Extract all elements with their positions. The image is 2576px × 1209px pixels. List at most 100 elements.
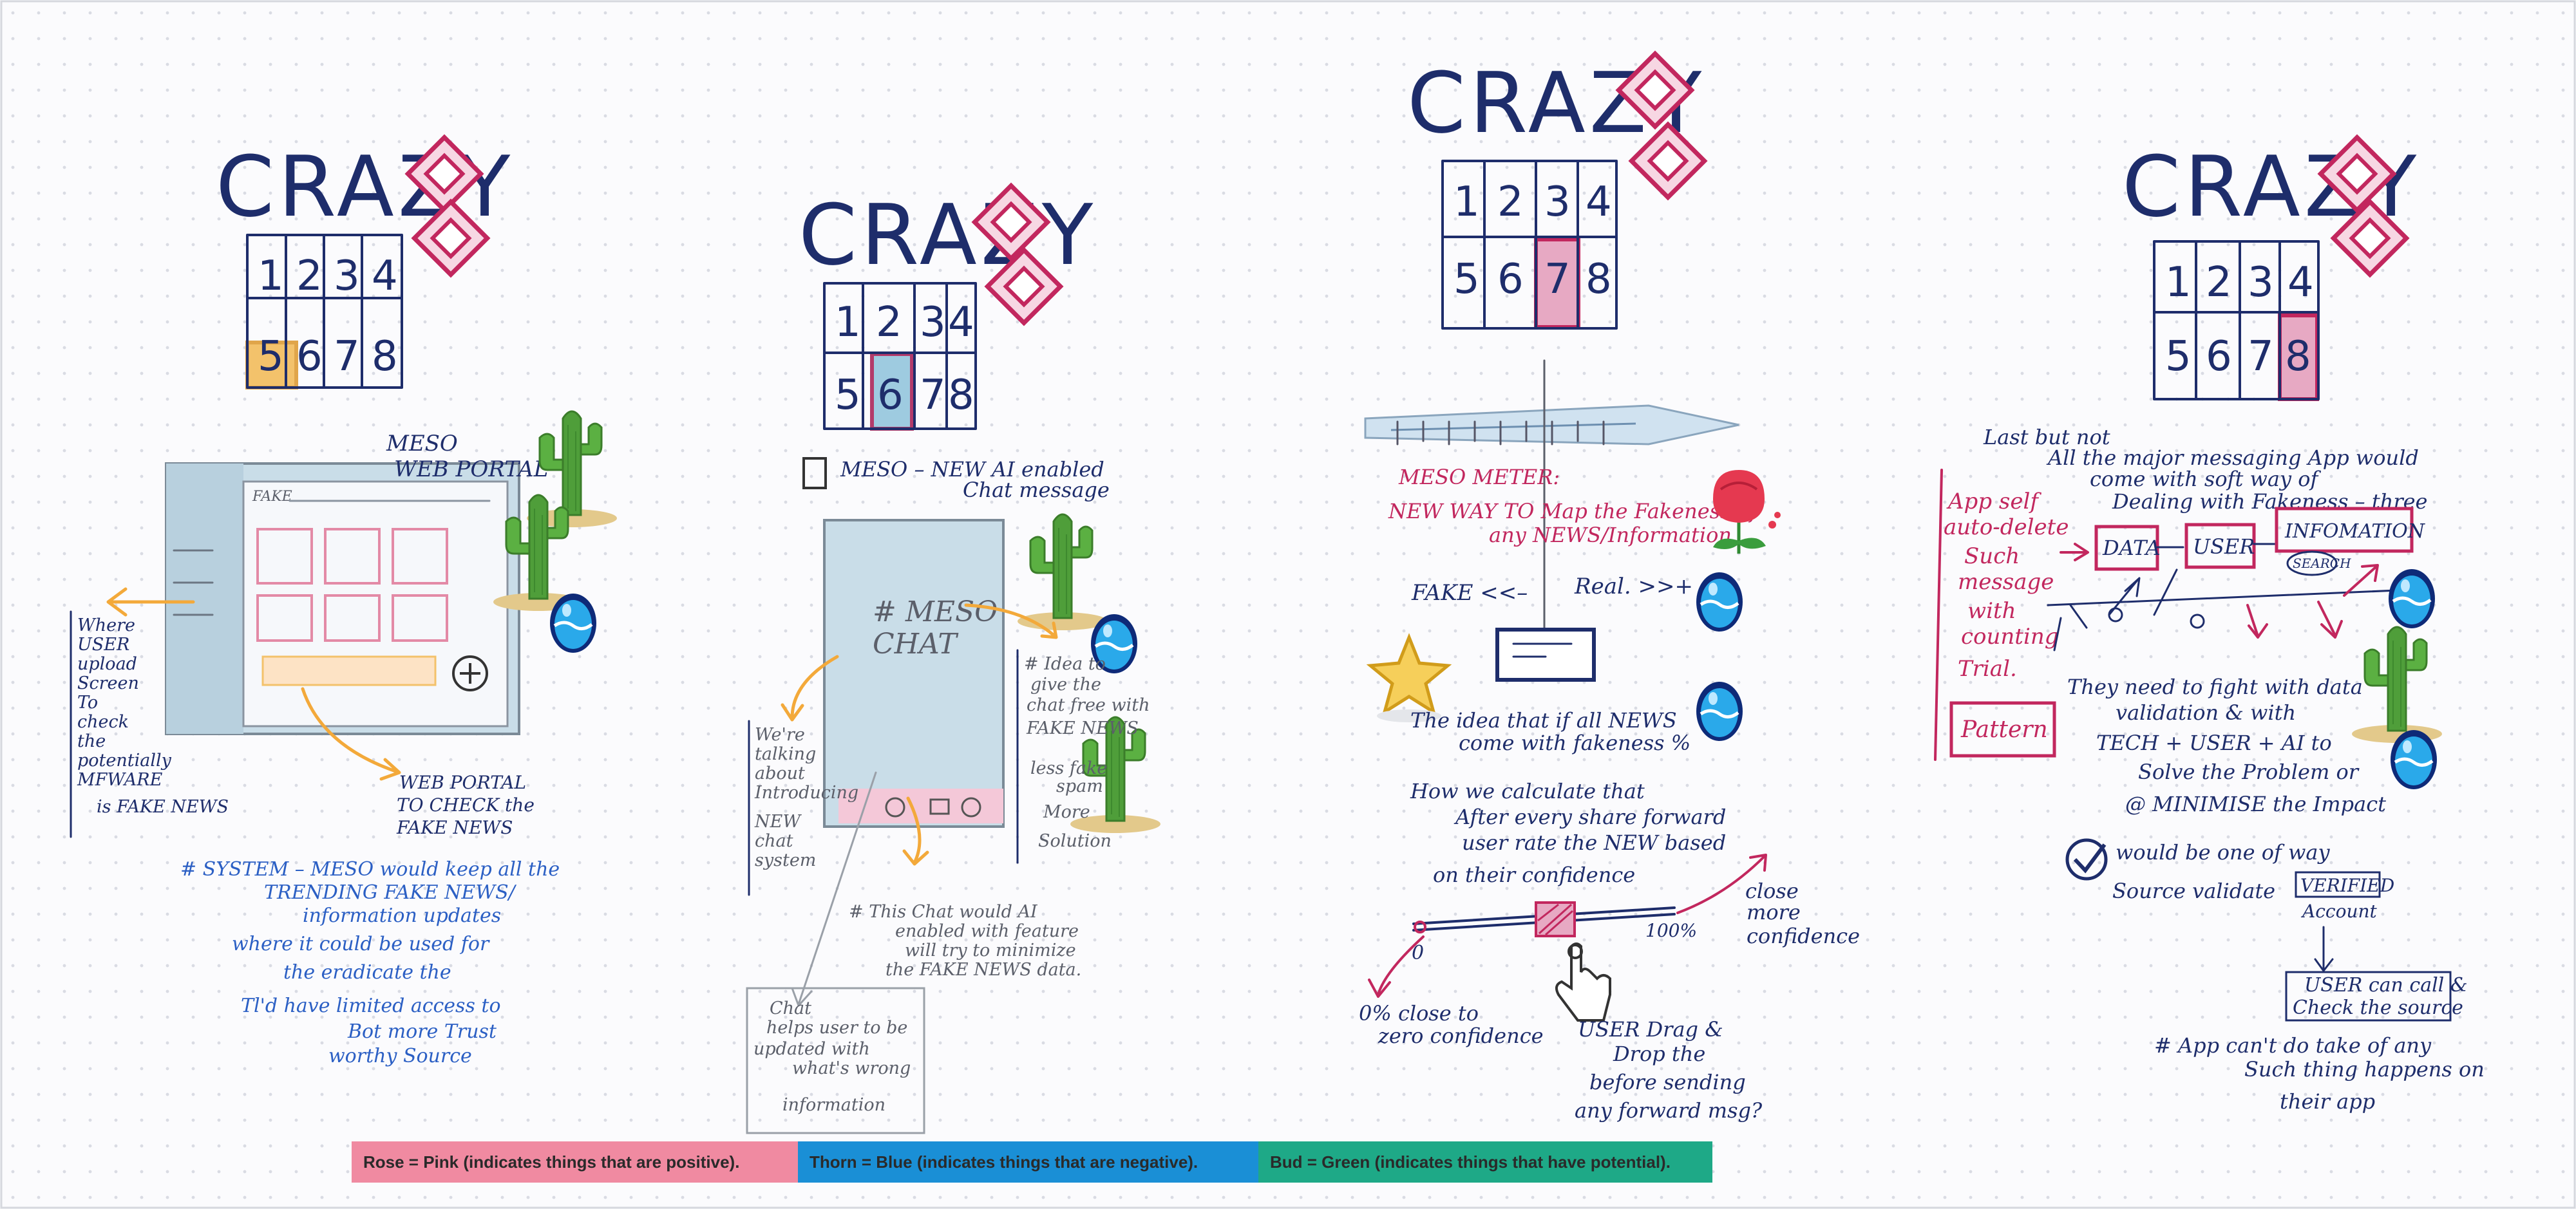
svg-text:Account: Account [2300, 901, 2378, 922]
board-1-grid: 1 2 3 4 5 6 7 8 [245, 234, 403, 389]
grid-cell-6: 6 [1497, 256, 1524, 303]
svg-text:zero confidence: zero confidence [1378, 1024, 1544, 1048]
grid-cell-7: 7 [2248, 333, 2274, 380]
board-1: CRAZY 1 2 3 4 5 6 7 8 FAKE [70, 137, 618, 1067]
rose-thorn-bud-legend: Rose = Pink (indicates things that are p… [352, 1141, 1712, 1183]
water-egg-icon [1696, 682, 1743, 741]
board-4-needs: They need to fight with data validation … [2067, 675, 2386, 816]
board-2-grid: 1 2 3 4 5 6 7 8 [823, 282, 977, 431]
grid-cell-6: 6 [2206, 333, 2232, 380]
grid-cell-8: 8 [1586, 256, 1612, 303]
board-2-ai-note: # This Chat would AI enabled with featur… [849, 902, 1081, 980]
svg-text:More: More [1043, 802, 1090, 822]
grid-cell-4: 4 [2287, 259, 2314, 306]
board-4-intro: Last but not All the major messaging App… [1983, 425, 2427, 514]
svg-text:# App can't do take of any: # App can't do take of any [2154, 1033, 2432, 1058]
grid-cell-7: 7 [920, 371, 946, 419]
pattern-label: Pattern [1960, 717, 2048, 743]
svg-text:Screen: Screen [77, 673, 139, 693]
svg-text:the FAKE NEWS data.: the FAKE NEWS data. [886, 960, 1081, 980]
svg-text:with: with [1967, 598, 2016, 624]
data-user-info-boxes: DATA USER INFOMATION SEARCH [2094, 507, 2426, 576]
svg-text:upload: upload [77, 654, 137, 674]
svg-text:the: the [77, 731, 106, 751]
svg-text:more: more [1747, 900, 1801, 924]
board-4: CRAZY 1 2 3 4 5 6 7 8 Last but not All t… [1934, 137, 2485, 1114]
cactus-icon [2351, 626, 2443, 744]
water-egg-icon [550, 594, 596, 653]
svg-text:user rate the NEW based: user rate the NEW based [1462, 830, 1726, 855]
legend-thorn: Thorn = Blue (indicates things that are … [798, 1141, 1258, 1183]
board-3-meter: MESO METER: NEW WAY TO Map the Fakeness … [1388, 465, 1761, 547]
svg-text:potentially: potentially [77, 751, 172, 771]
svg-text:Drop the: Drop the [1613, 1042, 1705, 1066]
grid-cell-3: 3 [920, 299, 946, 346]
chat-screen-title: # MESO [873, 595, 998, 628]
svg-text:How we calculate that: How we calculate that [1410, 779, 1645, 803]
svg-text:the eradicate the: the eradicate the [283, 961, 451, 984]
confidence-slider[interactable]: 0 100% [1412, 901, 1697, 964]
svg-text:Where: Where [77, 615, 135, 635]
svg-text:give the: give the [1030, 675, 1101, 695]
water-egg-icon [1696, 572, 1743, 632]
svg-text:confidence: confidence [1747, 924, 1860, 948]
grid-cell-2: 2 [1497, 178, 1524, 226]
svg-text:All the major messaging App wo: All the major messaging App would [2046, 445, 2419, 470]
grid-cell-3: 3 [334, 252, 360, 300]
grid-cell-5: 5 [835, 371, 861, 419]
fake-scale-label: FAKE <<– [1411, 580, 1528, 606]
water-egg-icon [2389, 569, 2435, 628]
svg-text:USER: USER [2193, 534, 2255, 559]
grid-cell-4: 4 [1586, 178, 1612, 226]
svg-text:Solution: Solution [1038, 831, 1112, 851]
board-2-left-note: We're talking about Introducing NEW chat… [754, 725, 858, 870]
grid-cell-5: 5 [258, 333, 284, 380]
board-1-right-note: WEB PORTAL TO CHECK the FAKE NEWS [396, 772, 535, 838]
grid-cell-8: 8 [2285, 333, 2311, 380]
svg-text:would be one of way: would be one of way [2116, 840, 2330, 865]
grid-cell-7: 7 [1544, 256, 1571, 303]
svg-text:less fake: less fake [1030, 758, 1107, 778]
chat-app-sketch: # MESO CHAT [823, 519, 1005, 828]
svg-text:They need to fight with data: They need to fight with data [2067, 675, 2363, 699]
svg-text:Tl'd have limited access to: Tl'd have limited access to [241, 995, 501, 1017]
svg-text:We're: We're [755, 725, 805, 745]
grid-cell-8: 8 [372, 333, 398, 380]
svg-text:Source validate: Source validate [2112, 879, 2275, 903]
cactus-icon [1016, 513, 1109, 632]
board-2-header-1: MESO – NEW AI enabled [840, 457, 1104, 482]
grid-cell-4: 4 [948, 299, 974, 346]
svg-text:Chat: Chat [770, 998, 811, 1018]
board-2: CRAZY 1 2 3 4 5 6 7 8 MESO – NEW AI enab… [746, 185, 1162, 1134]
board-4-verify: would be one of way Source validate VERI… [2112, 840, 2394, 922]
grid-cell-1: 1 [2165, 259, 2192, 306]
water-egg-icon [2391, 730, 2437, 789]
svg-text:their app: their app [2280, 1089, 2375, 1114]
grid-cell-2: 2 [876, 299, 902, 346]
grid-cell-7: 7 [334, 333, 360, 380]
board-1-summary: # SYSTEM – MESO would keep all the TREND… [180, 858, 560, 1067]
grid-cell-3: 3 [2248, 259, 2274, 306]
svg-text:counting: counting [1961, 624, 2059, 650]
board-3-left-bottom: 0% close to zero confidence [1359, 1001, 1544, 1048]
svg-text:# SYSTEM – MESO would keep all: # SYSTEM – MESO would keep all the [180, 858, 560, 881]
svg-text:enabled with feature: enabled with feature [895, 921, 1079, 941]
svg-text:worthy Source: worthy Source [328, 1045, 472, 1067]
svg-text:TECH + USER + AI to: TECH + USER + AI to [2096, 731, 2332, 755]
svg-text:VERIFIED: VERIFIED [2300, 875, 2394, 896]
svg-text:MESO METER:: MESO METER: [1398, 465, 1560, 489]
svg-text:Last but not: Last but not [1983, 425, 2110, 449]
svg-text:Check the source: Check the source [2293, 997, 2463, 1019]
svg-text:on their confidence: on their confidence [1433, 863, 1635, 887]
svg-text:information: information [782, 1095, 886, 1115]
svg-text:Trial.: Trial. [1958, 656, 2017, 682]
grid-cell-6: 6 [877, 371, 904, 419]
svg-text:NEW WAY TO Map the Fakeness of: NEW WAY TO Map the Fakeness of [1388, 499, 1761, 523]
svg-text:Solve the Problem or: Solve the Problem or [2138, 760, 2360, 784]
svg-text:0% close to: 0% close to [1359, 1001, 1479, 1026]
svg-text:USER can call &: USER can call & [2304, 974, 2468, 997]
grid-cell-3: 3 [1544, 178, 1571, 226]
svg-text:FAKE NEWS: FAKE NEWS [1026, 718, 1139, 738]
svg-text:USER Drag &: USER Drag & [1578, 1017, 1723, 1042]
